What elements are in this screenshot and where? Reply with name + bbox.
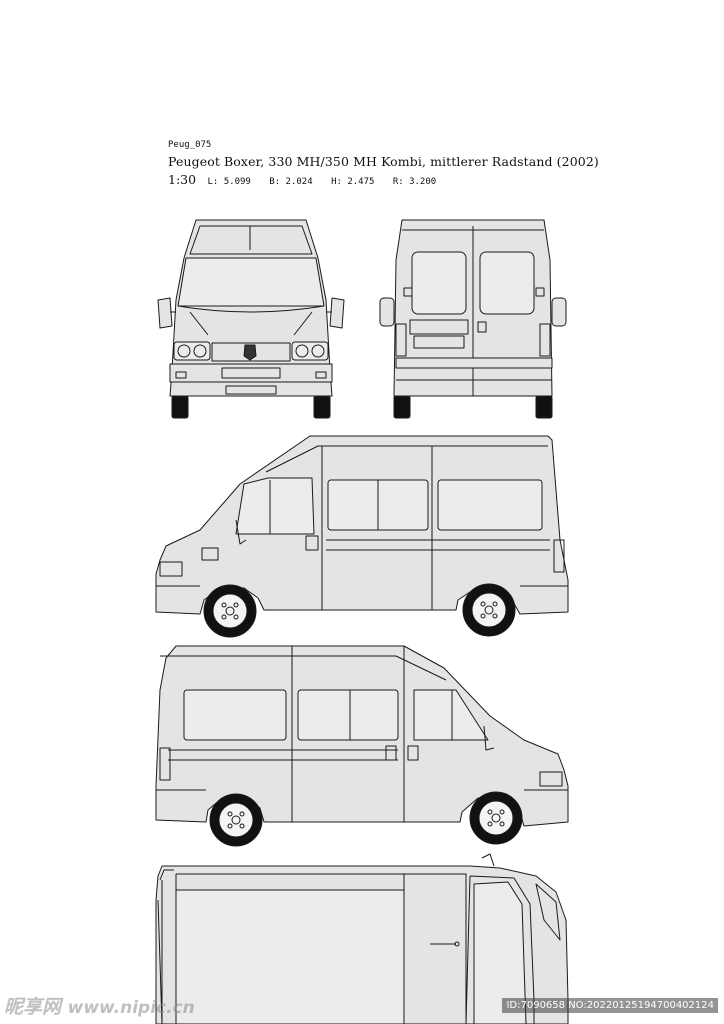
top-view xyxy=(155,853,569,1024)
scale-label: 1:30 xyxy=(168,172,197,187)
watermark-site: www.nipic.cn xyxy=(67,998,195,1018)
dimension-width: B: 2.024 xyxy=(269,177,313,187)
dimension-length: L: 5.099 xyxy=(207,177,251,187)
dimension-wheelbase: R: 3.200 xyxy=(392,177,437,187)
drawing-code: Peug_075 xyxy=(168,140,212,150)
side-view-left xyxy=(155,435,569,638)
rear-view xyxy=(379,219,567,419)
drawing-header: Peug_075 Peugeot Boxer, 330 MH/350 MH Ko… xyxy=(168,140,599,187)
watermark-brand: 昵享网 www.nipic.cn xyxy=(4,992,195,1019)
watermark-brand-text: 昵享网 xyxy=(4,996,62,1018)
dimension-height: H: 2.475 xyxy=(331,177,375,187)
watermark-image-id: ID:7090658 NO:20220125194700402124 xyxy=(502,998,718,1013)
front-view xyxy=(157,219,345,419)
side-view-right xyxy=(155,645,569,847)
dimension-row: 1:30 L: 5.099 B: 2.024 H: 2.475 R: 3.200 xyxy=(168,172,599,187)
drawing-title: Peugeot Boxer, 330 MH/350 MH Kombi, mitt… xyxy=(168,154,599,169)
